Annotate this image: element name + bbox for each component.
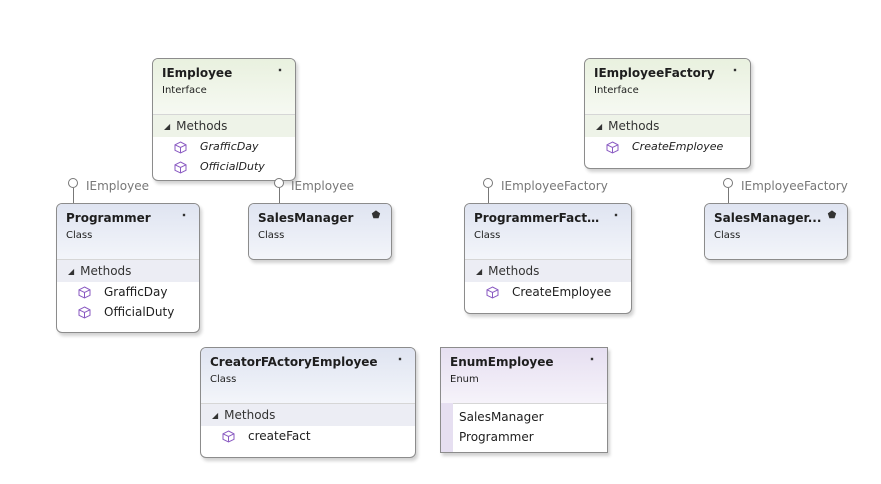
programmer-class-shape[interactable]: Programmer Class ⬝ ◢ Methods GrafficDay O… — [56, 203, 200, 333]
method-item[interactable]: OfficialDuty — [153, 157, 295, 177]
method-item[interactable]: GrafficDay — [153, 137, 295, 157]
expand-toggle-icon[interactable]: ⬟ — [371, 210, 381, 221]
shape-kind: Class — [474, 230, 501, 241]
shape-header: Programmer Class ⬝ — [57, 204, 199, 259]
iemployeefactory-interface-shape[interactable]: IEmployeeFactory Interface ⬝ ◢ Methods Cr… — [584, 58, 751, 169]
lollipop-stem — [488, 188, 489, 203]
shape-kind: Enum — [450, 374, 479, 385]
method-item[interactable]: CreateEmployee — [585, 137, 750, 157]
lollipop-circle — [274, 178, 284, 188]
lollipop-label: IEmployeeFactory — [741, 179, 848, 193]
section-label: Methods — [608, 119, 660, 133]
shape-header: IEmployeeFactory Interface ⬝ — [585, 59, 750, 114]
method-name: OfficialDuty — [104, 305, 175, 319]
section-label: Methods — [224, 408, 276, 422]
section-triangle-icon: ◢ — [68, 267, 75, 276]
programmerfactory-class-shape[interactable]: ProgrammerFactory Class ⬝ ◢ Methods Creat… — [464, 203, 632, 314]
shape-kind: Interface — [162, 85, 207, 96]
method-cube-icon — [606, 141, 619, 154]
enum-value[interactable]: Programmer — [459, 430, 534, 444]
shape-title: EnumEmployee — [450, 355, 554, 369]
shape-title: ProgrammerFactory — [474, 211, 610, 225]
method-cube-icon — [222, 430, 235, 443]
collapse-toggle-icon[interactable]: ⬝ — [278, 65, 282, 76]
method-cube-icon — [486, 286, 499, 299]
lollipop-label: IEmployeeFactory — [501, 179, 608, 193]
lollipop-label: IEmployee — [291, 179, 354, 193]
enum-value[interactable]: SalesManager — [459, 410, 544, 424]
collapse-toggle-icon[interactable]: ⬝ — [614, 210, 618, 221]
shape-header: ProgrammerFactory Class ⬝ — [465, 204, 631, 259]
collapse-toggle-icon[interactable]: ⬝ — [590, 354, 594, 365]
shape-header: EnumEmployee Enum ⬝ — [441, 348, 607, 403]
methods-section-header[interactable]: ◢ Methods — [585, 114, 750, 137]
lollipop-stem — [728, 188, 729, 203]
collapse-toggle-icon[interactable]: ⬝ — [398, 354, 402, 365]
lollipop-stem — [73, 188, 74, 203]
method-name: GrafficDay — [104, 285, 168, 299]
section-triangle-icon: ◢ — [476, 267, 483, 276]
method-name: CreateEmployee — [512, 285, 612, 299]
method-item[interactable]: GrafficDay — [57, 282, 199, 302]
methods-section-header[interactable]: ◢ Methods — [153, 114, 295, 137]
salesmanager-class-shape[interactable]: SalesManager Class ⬟ — [248, 203, 392, 260]
section-label: Methods — [80, 264, 132, 278]
shape-title: IEmployeeFactory — [594, 66, 715, 80]
shape-header: CreatorFActoryEmployee Class ⬝ — [201, 348, 415, 403]
lollipop-circle — [723, 178, 733, 188]
expand-toggle-icon[interactable]: ⬟ — [827, 210, 837, 221]
section-triangle-icon: ◢ — [164, 122, 171, 131]
section-triangle-icon: ◢ — [212, 411, 219, 420]
methods-section-header[interactable]: ◢ Methods — [201, 403, 415, 426]
enumemployee-enum-shape[interactable]: EnumEmployee Enum ⬝ SalesManager Program… — [440, 347, 608, 453]
method-item[interactable]: OfficialDuty — [57, 302, 199, 322]
method-cube-icon — [78, 306, 91, 319]
method-name: GrafficDay — [200, 140, 259, 153]
shape-kind: Class — [66, 230, 93, 241]
methods-section-header[interactable]: ◢ Methods — [465, 259, 631, 282]
lollipop-circle — [68, 178, 78, 188]
methods-section-header[interactable]: ◢ Methods — [57, 259, 199, 282]
method-item[interactable]: CreateEmployee — [465, 282, 631, 302]
section-triangle-icon: ◢ — [596, 122, 603, 131]
shape-kind: Interface — [594, 85, 639, 96]
method-cube-icon — [174, 141, 187, 154]
shape-title: CreatorFActoryEmployee — [210, 355, 378, 369]
lollipop-stem — [279, 188, 280, 203]
shape-kind: Class — [210, 374, 237, 385]
method-name: createFact — [248, 429, 311, 443]
shape-header: SalesManager Class ⬟ — [249, 204, 391, 259]
iemployee-interface-shape[interactable]: IEmployee Interface ⬝ ◢ Methods GrafficDa… — [152, 58, 296, 181]
shape-header: IEmployee Interface ⬝ — [153, 59, 295, 114]
collapse-toggle-icon[interactable]: ⬝ — [182, 210, 186, 221]
shape-header: SalesManager... Class ⬟ — [705, 204, 847, 259]
enum-side-bar — [441, 403, 453, 452]
salesmanagerfactory-class-shape[interactable]: SalesManager... Class ⬟ — [704, 203, 848, 260]
shape-kind: Class — [258, 230, 285, 241]
section-label: Methods — [176, 119, 228, 133]
method-name: OfficialDuty — [200, 160, 265, 173]
enum-values: SalesManager Programmer — [453, 403, 607, 452]
shape-kind: Class — [714, 230, 741, 241]
creatorfactoryemployee-class-shape[interactable]: CreatorFActoryEmployee Class ⬝ ◢Methods … — [200, 347, 416, 458]
method-cube-icon — [78, 286, 91, 299]
method-cube-icon — [174, 161, 187, 174]
section-label: Methods — [488, 264, 540, 278]
lollipop-label: IEmployee — [86, 179, 149, 193]
collapse-toggle-icon[interactable]: ⬝ — [733, 65, 737, 76]
method-name: CreateEmployee — [632, 140, 724, 153]
method-item[interactable]: createFact — [201, 426, 415, 446]
lollipop-circle — [483, 178, 493, 188]
